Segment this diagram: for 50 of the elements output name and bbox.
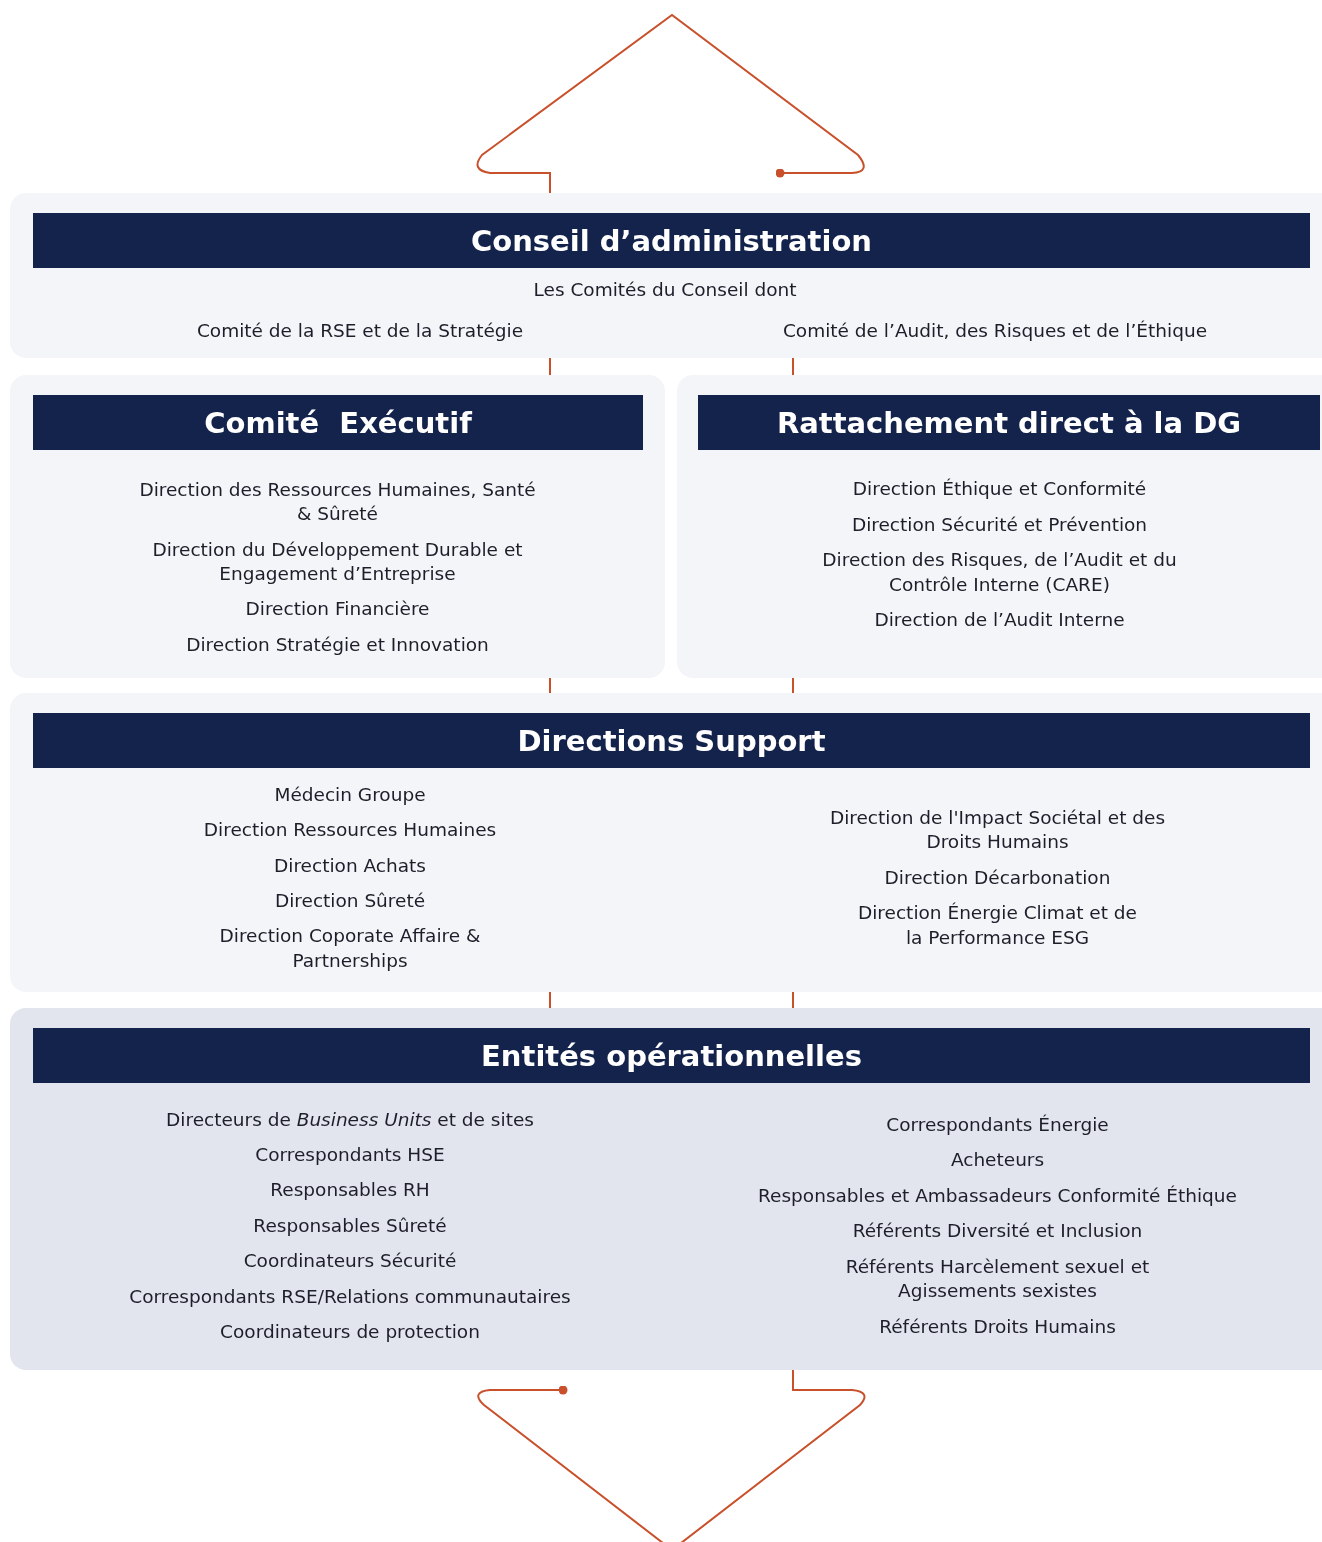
role-text: Responsables RH [270,1178,430,1203]
section-panel [10,193,1322,358]
role-text: Direction de l'Impact Sociétal et des Droits Humains [828,806,1167,855]
role-text: Direction Décarbonation [884,865,1111,890]
loop-connector [477,1369,866,1542]
role-text: Correspondants RSE/Relations communautaires [129,1284,571,1309]
role-text: Direction du Développement Durable et Engagement d’Entreprise [151,537,524,586]
section-heading: Comité Exécutif [33,395,643,450]
connector-line [549,991,551,1009]
role-text: Direction Énergie Climat et de la Performance ESG [857,901,1138,950]
section-panel [10,693,1322,992]
role-text: Direction Financière [245,597,430,622]
role-text: Direction Stratégie et Innovation [186,632,489,657]
role-text: Comité de l’Audit, des Risques et de l’Éthique [782,318,1208,343]
role-text: Direction Sécurité et Prévention [851,512,1148,537]
connector-line [549,357,551,376]
connector-line [792,991,794,1009]
role-text: Correspondants HSE [255,1143,445,1167]
role-text: Direction Éthique et Conformité [852,477,1147,502]
role-text: Directeurs de Business Units et de sites [166,1107,534,1132]
role-text: Direction des Risques, de l’Audit et du Contrôle Interne (CARE) [821,548,1178,597]
role-text: Direction de l’Audit Interne [874,608,1125,633]
role-text: Responsables Sûreté [253,1213,447,1238]
section-heading: Rattachement direct à la DG [698,395,1320,450]
role-text: Les Comités du Conseil dont [533,278,797,303]
role-text: Référents Harcèlement sexuel et Agissements sexistes [844,1254,1151,1304]
role-text: Correspondants Énergie [886,1113,1109,1138]
role-text: Acheteurs [950,1148,1045,1173]
loop-connector [476,14,865,194]
section-panel [677,375,1322,678]
section-heading: Conseil d’administration [33,213,1310,268]
role-text: Direction Sûreté [274,889,426,913]
role-text: Coordinateurs Sécurité [243,1249,457,1274]
role-text: Direction Ressources Humaines [203,818,497,843]
section-panel [10,375,665,678]
role-text: Médecin Groupe [274,782,426,807]
role-text: Responsables et Ambassadeurs Conformité Éthique [758,1183,1237,1208]
connector-line [549,677,551,694]
section-heading: Directions Support [33,713,1310,768]
role-text: Référents Droits Humains [879,1314,1116,1339]
role-text: Direction Achats [274,853,426,878]
section-heading: Entités opérationnelles [33,1028,1310,1083]
role-text: Direction des Ressources Humaines, Santé & Sûreté [138,477,537,527]
role-text: Direction Coporate Affaire & Partnerships [218,924,482,973]
role-text: Comité de la RSE et de la Stratégie [196,318,524,343]
role-text: Référents Diversité et Inclusion [852,1219,1143,1244]
role-text: Coordinateurs de protection [220,1320,480,1344]
connector-line [792,357,794,376]
section-panel [10,1008,1322,1370]
connector-line [792,677,794,694]
